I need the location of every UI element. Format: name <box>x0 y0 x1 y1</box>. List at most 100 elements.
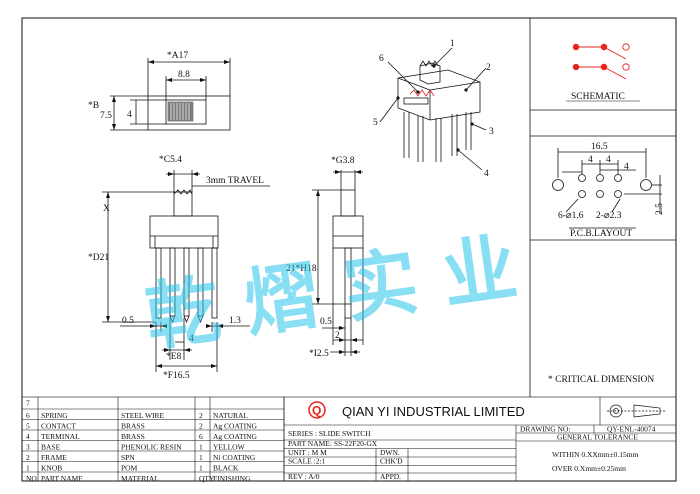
pcb-pitch-3: 4 <box>624 162 629 172</box>
x-label: X <box>103 204 110 214</box>
top-view <box>110 58 231 131</box>
parts-header-material: MATERIAL <box>121 474 159 483</box>
parts-header-name: PART NAME <box>41 474 83 483</box>
series: SERIES : SLIDE SWITCH <box>288 429 371 438</box>
parts-cell-no: 1 <box>26 464 30 473</box>
parts-cell-finish: Ag COATING <box>213 422 258 431</box>
dim-0-5-side: 0.5 <box>320 317 332 327</box>
parts-cell-no: 3 <box>26 443 30 452</box>
iso-view <box>379 47 487 171</box>
schematic-title: SCHEMATIC <box>571 92 625 102</box>
parts-cell-material: PHENOLIC RESIN <box>121 443 182 452</box>
dim-c: *C5.4 <box>159 155 182 165</box>
pcb-holes-6: 6-⌀1.6 <box>558 211 584 221</box>
dim-4-front: 4 <box>189 334 194 344</box>
dim-8-8: 8.8 <box>178 70 190 80</box>
parts-cell-finish: Ni COATING <box>213 453 256 462</box>
parts-cell-finish: YELLOW <box>213 443 246 452</box>
schematic <box>566 43 640 102</box>
dim-4-top: 4 <box>127 110 132 120</box>
parts-header-finish: FINISHING <box>213 474 251 483</box>
dim-e: *E8 <box>166 352 182 362</box>
parts-cell-no: 6 <box>26 411 30 420</box>
drawing-no-label: DRAWING NO: <box>520 425 570 434</box>
pcb-width: 16.5 <box>591 142 608 152</box>
company-name: QIAN YI INDUSTRIAL LIMITED <box>342 404 525 419</box>
dim-g: *G3.8 <box>331 156 355 166</box>
dim-2-side: 2 <box>335 331 340 341</box>
parts-cell-no: 5 <box>26 422 30 431</box>
parts-cell-finish: BLACK <box>213 464 239 473</box>
parts-cell-qty: 2 <box>199 422 203 431</box>
callout-6: 6 <box>379 54 384 64</box>
parts-cell-qty: 1 <box>199 464 203 473</box>
parts-cell-qty: 1 <box>199 443 203 452</box>
parts-cell-material: POM <box>121 464 138 473</box>
dim-0-5-front: 0.5 <box>122 316 134 326</box>
dim-h: 21*H18 <box>286 264 317 274</box>
parts-cell-finish: NATURAL <box>213 411 248 420</box>
parts-cell-finish: Ag COATING <box>213 432 258 441</box>
watermark: 乾 熠 实 业 <box>140 225 522 362</box>
travel-label: 3mm TRAVEL <box>206 176 264 186</box>
parts-cell-qty: 2 <box>199 411 203 420</box>
general-tolerance: GENERAL TOLERANCE <box>557 433 638 442</box>
dim-b: *B <box>88 101 99 111</box>
tolerance-over: OVER 0.Xmm±0.25mm <box>552 464 626 473</box>
dim-1-3: 1.3 <box>229 316 241 326</box>
callout-1: 1 <box>450 39 455 49</box>
title-block <box>283 396 677 482</box>
unit: UNIT : M M <box>288 448 327 457</box>
part-name: PART NAME: SS-22F20-GX <box>288 439 378 448</box>
dim-b-value: 7.5 <box>100 111 112 121</box>
dwn-label: DWN. <box>380 448 400 457</box>
parts-cell-no: 7 <box>26 399 30 408</box>
parts-cell-name: SPRING <box>41 411 68 420</box>
pcb-layout <box>552 148 662 229</box>
appd-label: APPD. <box>380 472 401 481</box>
parts-cell-qty: 1 <box>199 453 203 462</box>
drawing-no-value: QY-ENL-40074 <box>607 425 656 434</box>
dim-i: *I2.5 <box>309 349 329 359</box>
parts-cell-name: KNOB <box>41 464 62 473</box>
dim-f: *F16.5 <box>163 371 190 381</box>
pcb-holes-2: 2-⌀2.3 <box>596 211 622 221</box>
parts-table <box>21 396 285 482</box>
svg-text:Q: Q <box>312 404 321 418</box>
dim-a: *A17 <box>167 51 188 61</box>
pcb-row-spacing: 2.5 <box>655 203 665 215</box>
parts-cell-name: TERMINAL <box>41 432 80 441</box>
parts-cell-qty: 6 <box>199 432 203 441</box>
rev: REV : A/0 <box>288 472 320 481</box>
front-view-arrows <box>106 172 223 368</box>
parts-cell-material: BRASS <box>121 422 145 431</box>
scale: SCALE :2:1 <box>288 457 326 466</box>
pcb-pitch-2: 4 <box>606 155 611 165</box>
parts-cell-name: CONTACT <box>41 422 76 431</box>
side-view <box>312 170 364 356</box>
iso-dots <box>396 64 474 152</box>
top-view-arrows <box>112 60 230 130</box>
parts-cell-material: STEEL WIRE <box>121 411 165 420</box>
parts-cell-material: SPN <box>121 453 135 462</box>
chkd-label: CHK'D <box>380 457 403 466</box>
callout-5: 5 <box>373 118 378 128</box>
parts-header-no: NO <box>26 474 37 483</box>
company-logo: Q <box>308 401 326 419</box>
callout-4: 4 <box>484 169 489 179</box>
parts-cell-name: FRAME <box>41 453 67 462</box>
parts-cell-name: BASE <box>41 443 61 452</box>
tolerance-within: WITHIN 0.XXmm±0.15mm <box>552 450 639 459</box>
callout-2: 2 <box>486 63 491 73</box>
pcb-title: P.C.B.LAYOUT <box>570 229 632 239</box>
parts-rows: 7 6 SPRING STEEL WIRE 2 NATURAL 5 CONTACT BRASS 2… <box>26 399 258 484</box>
callout-3: 3 <box>489 127 494 137</box>
parts-cell-material: BRASS <box>121 432 145 441</box>
critical-note: * CRITICAL DIMENSION <box>548 375 654 385</box>
side-view-arrows <box>316 170 361 354</box>
parts-cell-no: 4 <box>26 432 30 441</box>
projection-symbol-icon <box>607 404 666 418</box>
dim-d: *D21 <box>88 253 109 263</box>
pcb-pitch-1: 4 <box>588 155 593 165</box>
